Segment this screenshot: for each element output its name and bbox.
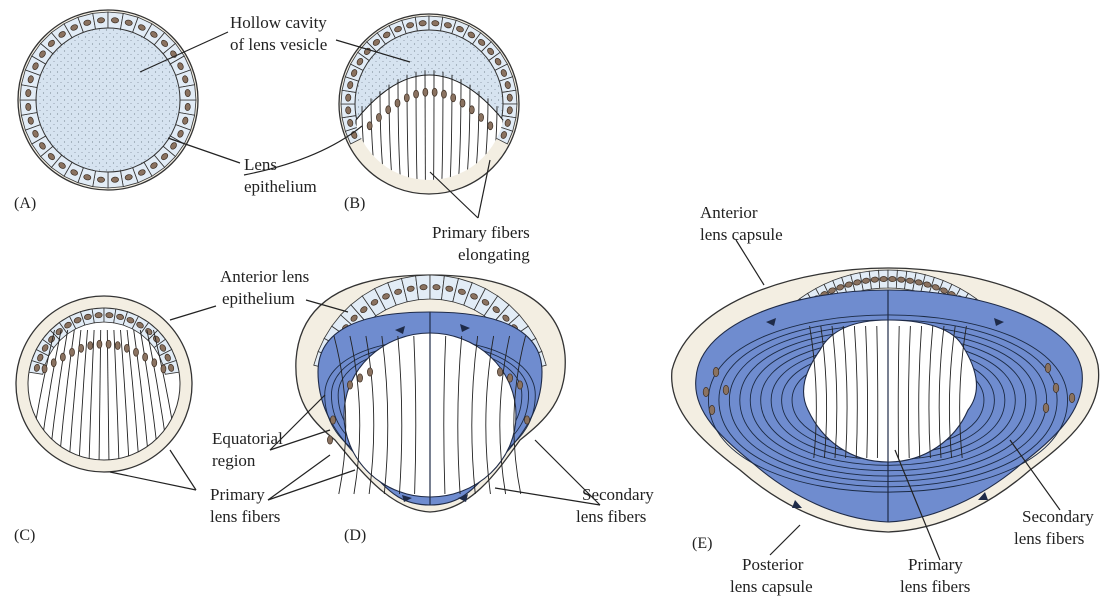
fiber-nucleus [143,353,148,361]
cell-nucleus [507,94,513,102]
label-secondary-e-line2: lens fibers [1014,529,1084,548]
cell-nucleus [889,276,896,281]
cell-nucleus [97,177,105,183]
cell-nucleus [507,107,513,115]
fiber-nucleus [60,353,65,361]
panel-b-elongating-vesicle [339,14,519,194]
panel-label-c: (C) [14,527,35,544]
label-posterior-capsule-line2: lens capsule [730,577,813,596]
fiber-nucleus [367,122,372,130]
cell-nucleus [111,17,119,23]
label-secondary-e-line1: Secondary [1022,507,1094,526]
fiber-nucleus [152,359,157,367]
cell-nucleus [345,94,351,102]
fiber-nucleus [367,368,372,376]
fiber-nucleus [507,374,512,382]
panel-label-e: (E) [692,535,712,552]
label-equatorial-line1: Equatorial [212,429,283,448]
fiber-nucleus [115,342,120,350]
cell-nucleus [25,89,31,97]
fiber-nucleus [497,368,502,376]
fiber-nucleus [723,385,729,394]
cell-nucleus [106,312,114,318]
cell-nucleus [432,20,440,26]
fiber-nucleus [376,113,381,121]
fiber-nucleus [517,381,522,389]
fiber-nucleus [327,436,332,444]
cell-nucleus [185,103,191,111]
panel-e-mature-lens [672,268,1099,532]
fiber-nucleus [404,94,409,102]
fiber-nucleus [1069,393,1075,402]
cell-nucleus [95,312,103,318]
fiber-nucleus [51,359,56,367]
panel-label-b: (B) [344,195,365,212]
fiber-nucleus [1043,403,1049,412]
label-equatorial-line2: region [212,451,256,470]
label-anterior-epithelium-line1: Anterior lens [220,267,309,286]
cell-nucleus [419,20,427,26]
label-primary-lens-fibers-line2: lens fibers [210,507,280,526]
label-posterior-capsule-line1: Posterior [742,555,804,574]
fiber-nucleus [703,387,709,396]
fiber-nucleus [432,88,437,96]
label-lens-epithelium-line2: epithelium [244,177,317,196]
label-anterior-capsule-line1: Anterior [700,203,758,222]
fiber-nucleus [414,90,419,98]
fiber-nucleus [395,99,400,107]
label-primary-elongating-line1: Primary fibers [432,223,530,242]
fiber-nucleus [709,405,715,414]
label-secondary-d-line2: lens fibers [576,507,646,526]
panel-label-d: (D) [344,527,366,544]
fiber-nucleus [88,342,93,350]
panel-c-primary-fibers [16,296,192,472]
fiber-nucleus [357,374,362,382]
label-secondary-d-line1: Secondary [582,485,654,504]
fiber-nucleus [524,416,529,424]
label-primary-e-line1: Primary [908,555,963,574]
fiber-nucleus [488,122,493,130]
fiber-nucleus [1045,363,1051,372]
fiber-nucleus [451,94,456,102]
cell-nucleus [25,103,31,111]
label-anterior-capsule-line2: lens capsule [700,225,783,244]
cell-nucleus [420,284,427,290]
label-lens-epithelium-line1: Lens [244,155,277,174]
label-primary-elongating-line2: elongating [458,245,530,264]
cell-nucleus [111,177,119,183]
fiber-nucleus [79,344,84,352]
fiber-nucleus [469,106,474,114]
fiber-nucleus [70,348,75,356]
cell-nucleus [185,89,191,97]
fiber-nucleus [1053,383,1059,392]
cell-nucleus [871,277,879,283]
cell-nucleus [97,17,105,23]
label-hollow-cavity-line1: Hollow cavity [230,13,327,32]
cell-nucleus [433,284,440,290]
label-primary-e-line2: lens fibers [900,577,970,596]
fiber-nucleus [386,106,391,114]
fiber-nucleus [134,348,139,356]
fiber-nucleus [330,416,335,424]
fiber-nucleus [161,365,166,373]
label-anterior-epithelium-line2: epithelium [222,289,295,308]
panel-a-lens-vesicle [18,10,198,190]
fiber-nucleus [713,367,719,376]
fiber-nucleus [423,88,428,96]
fiber-nucleus [124,344,129,352]
fiber-nucleus [42,365,47,373]
cell-nucleus [897,277,905,283]
cell-nucleus [345,107,351,115]
fiber-nucleus [106,340,111,348]
fiber-nucleus [460,99,465,107]
fiber-nucleus [441,90,446,98]
label-primary-lens-fibers-line1: Primary [210,485,265,504]
fiber-nucleus [347,381,352,389]
panel-label-a: (A) [14,195,36,212]
label-hollow-cavity-line2: of lens vesicle [230,35,327,54]
cell-nucleus [880,276,887,281]
fiber-nucleus [97,340,102,348]
fiber-nucleus [479,113,484,121]
